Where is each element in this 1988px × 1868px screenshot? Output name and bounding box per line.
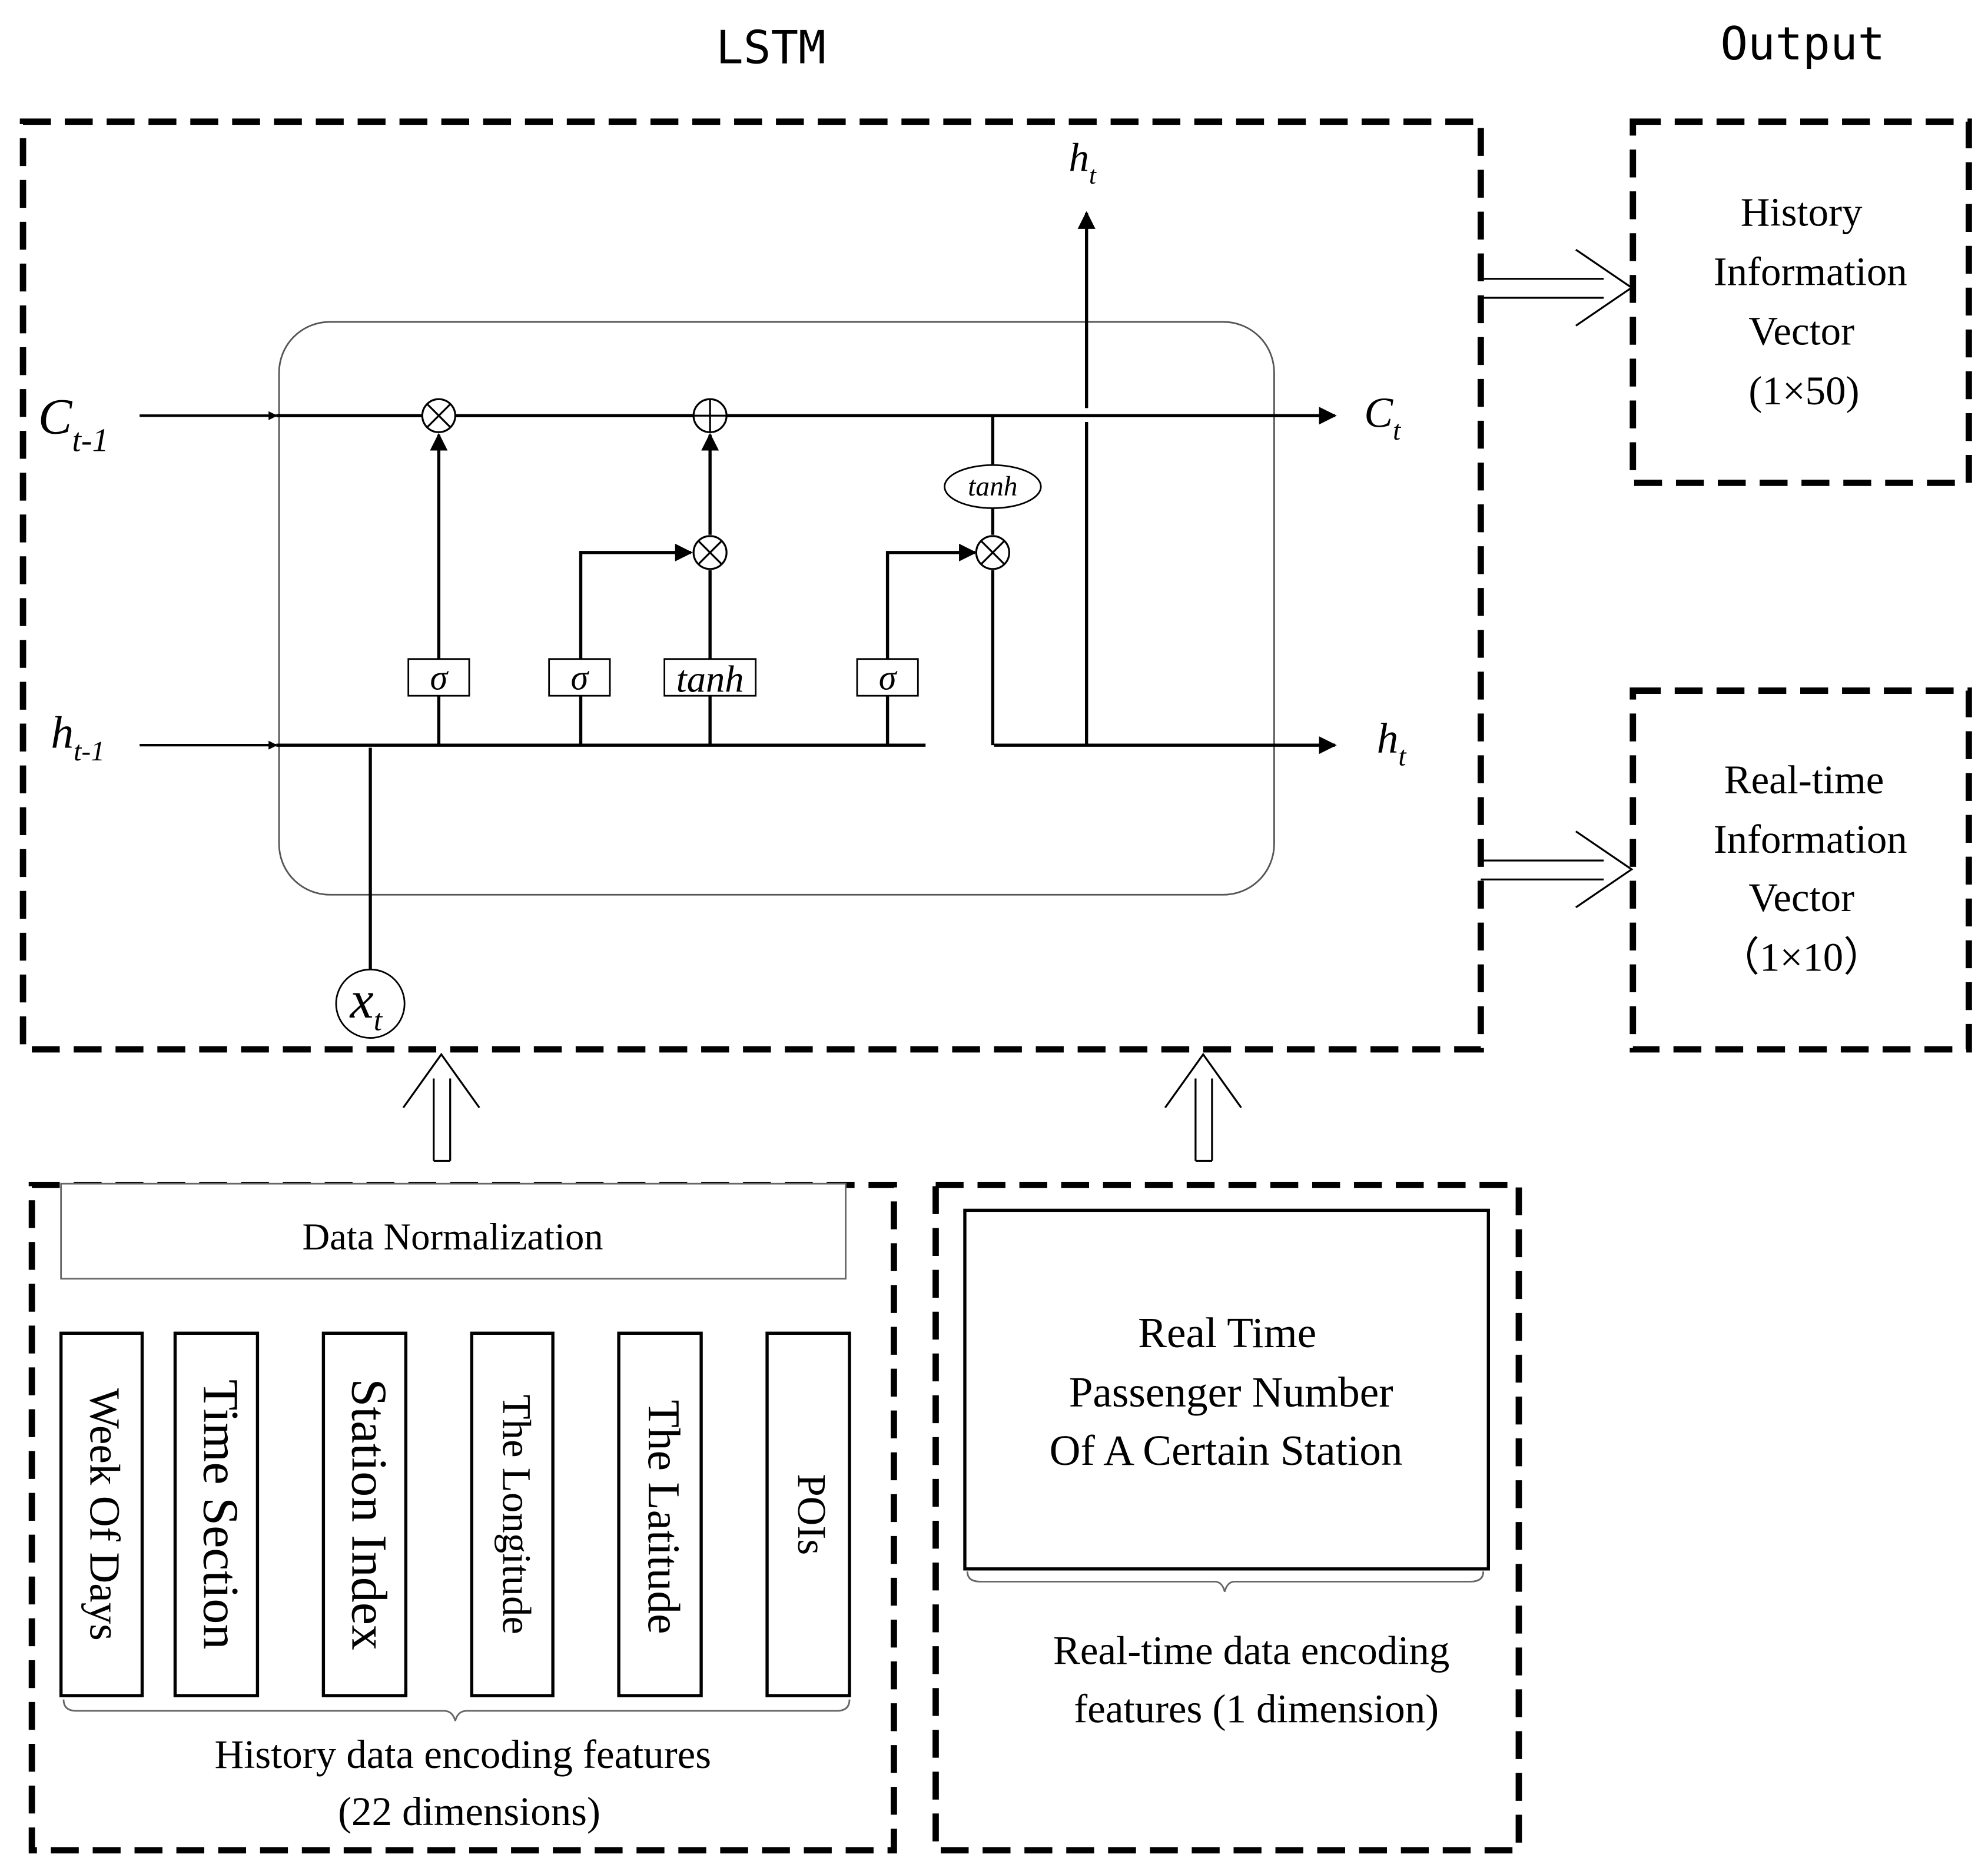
feature-latitude: The Latitude	[617, 1331, 703, 1697]
cell-tanh-label: tanh	[968, 471, 1017, 502]
svg-text:Station Index: Station Index	[341, 1378, 398, 1650]
svg-text:Real-time: Real-time	[1724, 757, 1884, 802]
candidate-box	[663, 658, 757, 697]
history-input-arrow	[402, 1052, 480, 1162]
svg-text:The Latitude: The Latitude	[639, 1400, 689, 1634]
h-out-label: ht	[1377, 714, 1408, 772]
history-features-brace	[62, 1699, 851, 1721]
c-prev-label: Ct-1	[38, 388, 109, 458]
svg-text:POIs: POIs	[789, 1474, 834, 1555]
data-normalization-box	[60, 1182, 847, 1280]
realtime-passenger-box	[963, 1208, 1490, 1571]
data-normalization-label: Data Normalization	[303, 1215, 603, 1258]
svg-text:The Longitude: The Longitude	[494, 1394, 539, 1634]
forget-multiply-op	[421, 398, 456, 433]
lstm-frame	[19, 118, 1484, 1053]
svg-text:Vector: Vector	[1748, 875, 1854, 920]
realtime-vector-frame	[1629, 687, 1972, 1053]
output-header: Output	[1720, 18, 1885, 71]
realtime-passenger-text: Real Time Passenger Number Of A Certain …	[1050, 1309, 1403, 1474]
feature-longitude: The Longitude	[470, 1331, 555, 1697]
history-vector-text: History Information Vector (1×50)	[1714, 190, 1907, 413]
svg-text:Time Section: Time Section	[193, 1380, 250, 1650]
lstm-cell-box	[278, 321, 1275, 896]
feature-station-index: Station Index	[321, 1331, 408, 1697]
history-output-arrow	[1481, 248, 1634, 327]
svg-text:Real Time: Real Time	[1138, 1309, 1316, 1357]
history-caption-line1: History data encoding features	[214, 1732, 711, 1777]
svg-text:（1×10）: （1×10）	[1719, 935, 1884, 979]
cell-tanh-ellipse	[944, 464, 1042, 509]
forget-gate-sigma: σ	[430, 658, 449, 697]
history-vector-frame	[1629, 118, 1972, 486]
output-gate-line	[885, 543, 977, 746]
realtime-vector-text: Real-time Information Vector （1×10）	[1714, 757, 1907, 979]
candidate-tanh-label: tanh	[676, 658, 744, 700]
svg-text:Passenger Number: Passenger Number	[1069, 1368, 1393, 1416]
x-input-label: xt	[349, 970, 383, 1038]
output-multiply-op	[975, 535, 1010, 570]
input-gate-sigma: σ	[570, 658, 589, 697]
h-prev-label: ht-1	[51, 707, 104, 767]
svg-text:Week Of Days: Week Of Days	[81, 1388, 129, 1641]
lstm-header: LSTM	[716, 22, 826, 75]
svg-text:History: History	[1741, 190, 1863, 234]
x-input-node	[335, 968, 406, 1039]
svg-text:Of A Certain Station: Of A Certain Station	[1050, 1427, 1403, 1474]
svg-text:Vector: Vector	[1748, 309, 1854, 354]
feature-week-of-days: Week Of Days	[59, 1331, 144, 1697]
cell-add-op	[692, 398, 728, 433]
h-top-label: ht	[1069, 135, 1097, 190]
input-multiply-op	[692, 535, 728, 570]
realtime-features-brace	[966, 1571, 1485, 1592]
feature-time-section: Time Section	[173, 1331, 260, 1697]
realtime-output-arrow	[1481, 830, 1634, 909]
realtime-caption-line2: features (1 dimension)	[1074, 1686, 1439, 1731]
history-caption-line2: (22 dimensions)	[338, 1789, 600, 1834]
feature-pois: POIs	[765, 1331, 851, 1697]
output-gate-sigma: σ	[879, 658, 898, 697]
forget-gate-box	[407, 658, 470, 697]
input-gate-box	[548, 658, 611, 697]
input-gate-line	[579, 543, 693, 746]
realtime-input-arrow	[1164, 1052, 1242, 1162]
output-gate-box	[856, 658, 919, 697]
svg-text:Information: Information	[1714, 249, 1907, 294]
svg-text:Information: Information	[1714, 817, 1907, 862]
svg-text:(1×50): (1×50)	[1748, 368, 1859, 413]
realtime-caption-line1: Real-time data encoding	[1053, 1628, 1449, 1673]
c-out-label: Ct	[1364, 389, 1402, 447]
